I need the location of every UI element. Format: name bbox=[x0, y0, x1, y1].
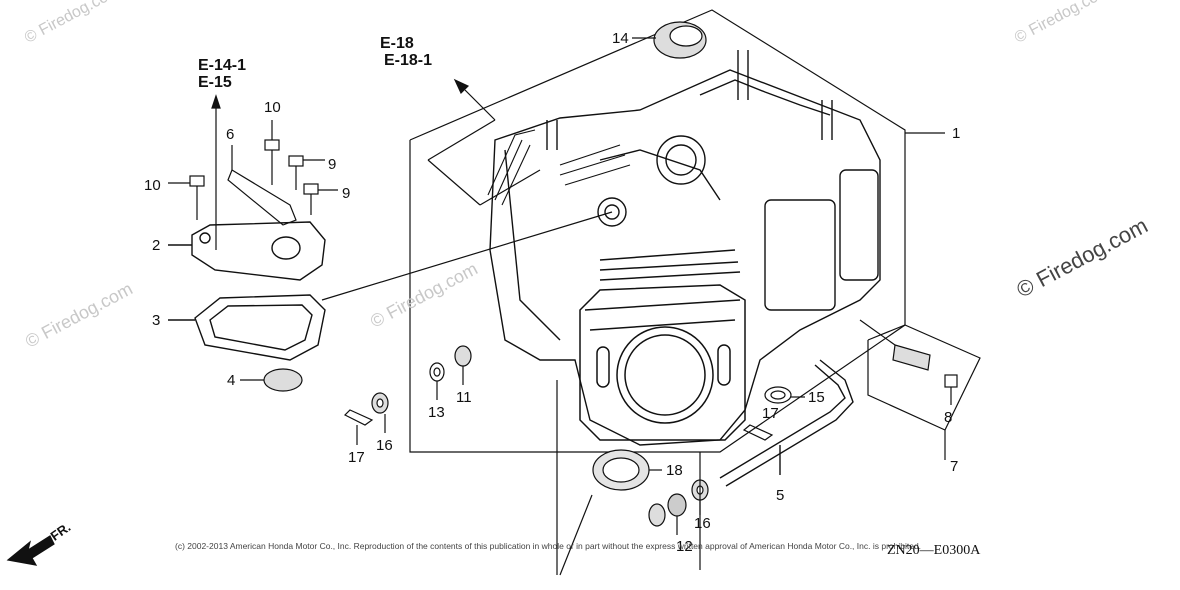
part-label-6[interactable]: 6 bbox=[226, 126, 235, 143]
reference-line: E-14-1 bbox=[198, 57, 247, 74]
part-label-13[interactable]: 13 bbox=[428, 404, 445, 421]
reference-e18[interactable]: E-18 E-18-1 bbox=[380, 35, 433, 70]
part-label-12[interactable]: 12 bbox=[676, 538, 693, 555]
dipstick-tube-5 bbox=[719, 359, 854, 487]
front-arrow bbox=[6, 535, 55, 566]
part-label-16[interactable]: 16 bbox=[694, 515, 711, 532]
part-label-14[interactable]: 14 bbox=[612, 30, 629, 47]
copyright-notice: (c) 2002-2013 American Honda Motor Co., … bbox=[175, 541, 922, 551]
part-label-3[interactable]: 3 bbox=[152, 312, 161, 329]
part-label-11[interactable]: 11 bbox=[456, 389, 472, 406]
part-label-17[interactable]: 17 bbox=[348, 449, 365, 466]
plug-disc-4 bbox=[240, 368, 303, 392]
part-label-17[interactable]: 17 bbox=[762, 405, 779, 422]
gasket-3 bbox=[168, 294, 326, 361]
bolts-9-10 bbox=[168, 120, 338, 220]
part-label-4[interactable]: 4 bbox=[227, 372, 236, 389]
part-label-9[interactable]: 9 bbox=[328, 156, 337, 173]
part-label-7[interactable]: 7 bbox=[950, 458, 959, 475]
part-label-10[interactable]: 10 bbox=[144, 177, 161, 194]
cooling-fins bbox=[487, 129, 631, 206]
reference-line: E-18-1 bbox=[384, 51, 433, 69]
breather-plate-6 bbox=[227, 145, 297, 226]
bearing-18 bbox=[592, 449, 662, 491]
diagram-code: ZN20—E0300A bbox=[887, 543, 981, 558]
reference-line: E-18 bbox=[380, 35, 414, 52]
reference-e14-e15[interactable]: E-14-1 E-15 bbox=[198, 57, 247, 92]
part-label-5[interactable]: 5 bbox=[776, 487, 785, 504]
washer-15-pin-17-right bbox=[742, 386, 805, 441]
crankcase-body bbox=[489, 50, 881, 446]
part-label-8[interactable]: 8 bbox=[944, 409, 953, 426]
oil-sensor-7-8 bbox=[859, 319, 981, 460]
part-label-16[interactable]: 16 bbox=[376, 437, 393, 454]
part-label-2[interactable]: 2 bbox=[152, 237, 161, 254]
part-label-15[interactable]: 15 bbox=[808, 389, 825, 406]
dowel-11-washer-13 bbox=[429, 345, 472, 400]
part-label-1[interactable]: 1 bbox=[952, 125, 961, 142]
part-label-10[interactable]: 10 bbox=[264, 99, 281, 116]
breather-cover-2 bbox=[168, 221, 326, 281]
part-label-9[interactable]: 9 bbox=[342, 185, 351, 202]
pin-17-washer-16-left bbox=[343, 392, 389, 445]
cylinder bbox=[579, 249, 746, 441]
part-label-18[interactable]: 18 bbox=[666, 462, 683, 479]
crankcase-outline bbox=[409, 9, 906, 453]
oil-seal-14 bbox=[632, 21, 707, 59]
reference-line: E-15 bbox=[198, 73, 232, 91]
